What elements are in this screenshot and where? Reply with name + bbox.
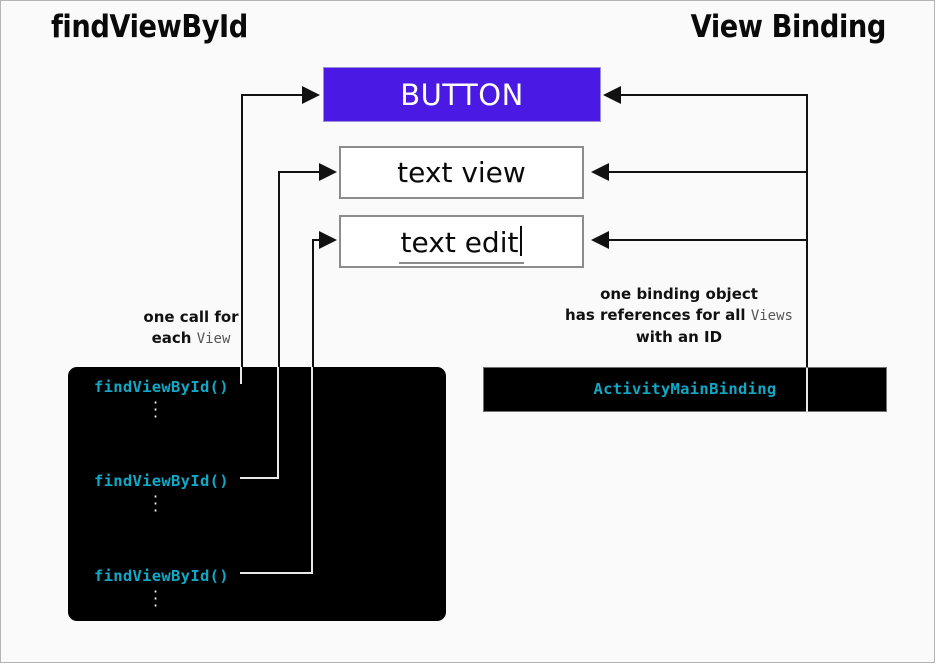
code-ellipsis-3: ···: [153, 582, 159, 615]
connector-left-1-horizontal: [241, 94, 303, 96]
connector-right-3: [609, 239, 808, 241]
arrow-right-2: [591, 163, 609, 181]
caption-left-line2-mono: View: [196, 331, 231, 347]
caption-left-line2-bold: each: [151, 329, 192, 347]
connector-right-1: [621, 94, 808, 96]
connector-left-1-vertical: [241, 94, 243, 384]
caption-right: one binding object has references for al…: [529, 284, 829, 348]
caption-left-line1: one call for: [143, 308, 239, 326]
button-widget-label: BUTTON: [400, 77, 524, 112]
heading-view-binding: View Binding: [690, 9, 887, 45]
text-view-widget-label: text view: [397, 156, 526, 189]
text-caret-icon: [520, 225, 523, 256]
connector-right-2: [609, 171, 808, 173]
connector-left-3-stub-v: [311, 367, 313, 574]
code-line-2: findViewById(): [94, 472, 229, 490]
code-ellipsis-2: ···: [153, 487, 159, 520]
caption-right-line3: with an ID: [635, 328, 723, 346]
caption-right-line1: one binding object: [600, 285, 758, 303]
connector-left-3-horizontal: [312, 239, 321, 241]
caption-right-line2-mono: Views: [750, 308, 793, 324]
connector-right-trunk: [806, 94, 808, 379]
arrow-left-2: [319, 163, 337, 181]
caption-left: one call for each View: [131, 307, 251, 350]
binding-object-panel: ActivityMainBinding: [483, 367, 887, 413]
text-edit-field[interactable]: text edit: [398, 222, 525, 264]
code-ellipsis-1: ···: [153, 393, 159, 426]
arrow-left-1: [302, 86, 320, 104]
button-widget[interactable]: BUTTON: [323, 67, 601, 122]
heading-findviewbyid: findViewById: [51, 9, 248, 45]
text-view-widget[interactable]: text view: [339, 146, 584, 199]
code-line-3: findViewById(): [94, 567, 229, 585]
caption-left-line2: each View: [131, 328, 251, 350]
connector-left-3-stub-h: [240, 572, 313, 574]
text-edit-widget-label: text edit: [400, 225, 519, 259]
arrow-right-3: [591, 231, 609, 249]
connector-left-2-horizontal: [278, 171, 320, 173]
caption-right-line2: has references for all Views: [529, 305, 829, 327]
connector-left-2-vertical: [278, 171, 280, 476]
connector-left-2-stub-h: [240, 477, 279, 479]
arrow-left-3: [319, 231, 337, 249]
findviewbyid-code-panel: findViewById() ··· findViewById() ··· fi…: [68, 367, 446, 621]
binding-class-name: ActivityMainBinding: [593, 380, 777, 398]
arrow-right-1: [603, 86, 621, 104]
connector-left-2-stub-v: [277, 367, 279, 479]
connector-left-1-stub: [240, 367, 242, 384]
code-line-1: findViewById(): [94, 378, 229, 396]
connector-right-trunk-stub: [806, 368, 808, 413]
caption-right-line2-bold: has references for all: [565, 306, 746, 324]
text-edit-widget[interactable]: text edit: [339, 215, 584, 268]
